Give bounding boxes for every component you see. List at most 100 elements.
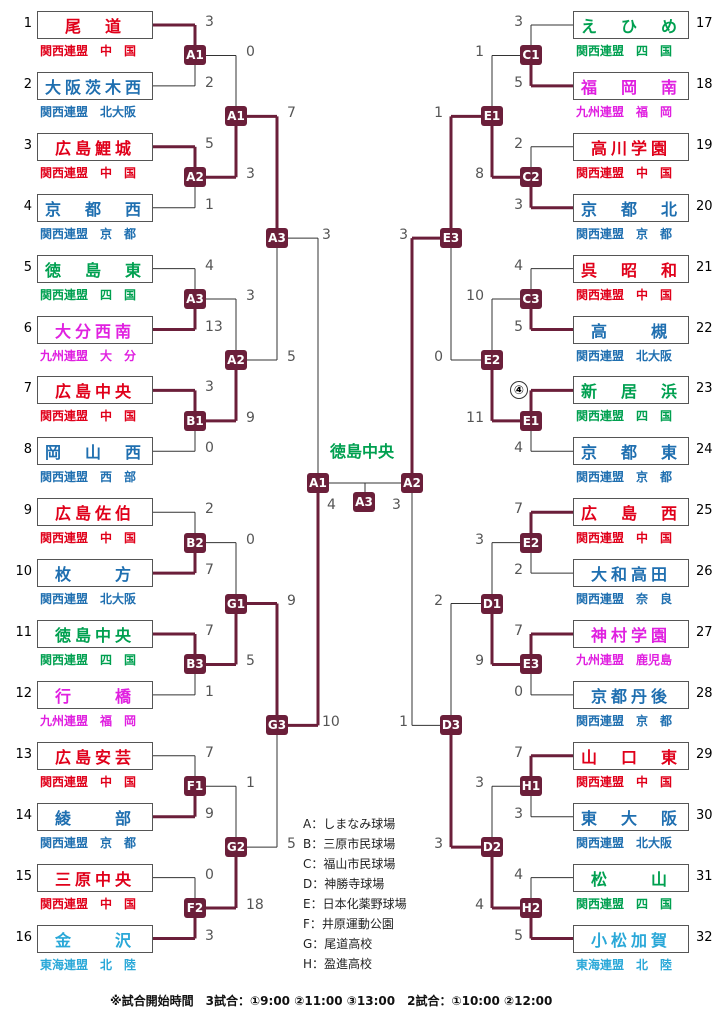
match-badge: G1 [225, 593, 247, 614]
match-badge: G2 [225, 837, 247, 858]
team-box-left: 広島中央 [37, 376, 153, 405]
match-score-top: 7 [205, 744, 214, 761]
team-number-left: 5 [23, 259, 32, 275]
team-conference-right: 関西連盟 京 都 [576, 470, 673, 485]
team-conference-right: 関西連盟 京 都 [576, 226, 673, 241]
match-badge: B1 [184, 410, 206, 431]
champion-name: 徳島中央 [330, 442, 395, 461]
match-score-top: 3 [205, 379, 214, 396]
match-badge: A3 [266, 228, 288, 249]
team-number-right: 24 [696, 442, 713, 458]
team-box-right: 高 槻 [573, 315, 689, 344]
match-badge: A1 [225, 106, 247, 127]
team-conference-right: 関西連盟 中 国 [576, 531, 673, 546]
venue-legend-e: E：日本化薬野球場 [303, 897, 407, 911]
match-score-bottom: 5 [514, 74, 523, 91]
match-score-top: 4 [514, 257, 523, 274]
match-score-bottom: 4 [475, 897, 484, 914]
match-score-top: 1 [475, 44, 484, 61]
start-time-note: ※試合開始時間 3試合：①9:00 ②11:00 ③13:00 2試合：①10:… [110, 994, 553, 1008]
match-score-bottom: 5 [287, 348, 296, 365]
team-number-right: 19 [696, 137, 713, 153]
match-badge: C1 [520, 45, 542, 66]
match-score-bottom: 5 [287, 836, 296, 853]
match-badge: C3 [520, 289, 542, 310]
team-number-right: 26 [696, 564, 713, 580]
team-box-left: 三原中央 [37, 863, 153, 892]
match-score-top: 10 [466, 288, 484, 305]
match-badge: A2 [225, 349, 247, 370]
match-badge: F1 [184, 776, 206, 797]
match-score-bottom: 5 [246, 653, 255, 670]
team-box-left: 尾 道 [37, 11, 153, 39]
team-number-left: 1 [23, 16, 32, 31]
match-score-top: 5 [205, 135, 214, 152]
team-box-right: 京 都 東 [573, 437, 689, 466]
team-number-right: 23 [696, 381, 713, 397]
team-number-left: 7 [23, 381, 32, 397]
team-box-right: 広 島 西 [573, 498, 689, 527]
team-conference-left: 関西連盟 四 国 [40, 653, 137, 667]
team-conference-right: 関西連盟 中 国 [576, 774, 673, 789]
team-number-right: 22 [696, 320, 713, 336]
team-box-left: 京 都 西 [37, 193, 153, 222]
match-score-bottom: 9 [205, 805, 214, 822]
match-badge: E2 [481, 349, 503, 370]
team-box-right: え ひ め [573, 11, 689, 39]
match-badge: B2 [184, 532, 206, 553]
team-number-right: 27 [696, 625, 713, 640]
match-badge: E1 [481, 106, 503, 127]
semi-score-top: 3 [399, 227, 408, 244]
team-box-right: 京都丹後 [573, 680, 689, 709]
venue-legend-b: B：三原市民球場 [303, 837, 396, 851]
match-score-top: 0 [246, 531, 255, 548]
final-right-score: 3 [392, 497, 401, 513]
match-score-bottom: 3 [205, 927, 214, 944]
team-number-left: 9 [23, 503, 32, 519]
match-badge: E3 [440, 228, 462, 249]
team-conference-left: 九州連盟 福 岡 [40, 713, 137, 728]
match-score-bottom: 0 [205, 440, 214, 457]
match-badge: F2 [184, 898, 206, 919]
team-conference-right: 九州連盟 福 岡 [576, 104, 673, 119]
match-score-bottom: 5 [514, 927, 523, 944]
match-badge: D1 [481, 593, 503, 614]
team-box-left: 徳 島 東 [37, 254, 153, 283]
team-conference-left: 九州連盟 大 分 [40, 348, 137, 363]
team-conference-right: 関西連盟 北大阪 [576, 348, 673, 363]
match-badge: E2 [520, 532, 542, 553]
team-number-left: 15 [15, 868, 32, 884]
team-conference-right: 東海連盟 北 陸 [576, 957, 673, 972]
match-score-top: 1 [434, 105, 443, 122]
team-conference-left: 関西連盟 四 国 [40, 287, 137, 302]
match-score-top: 3 [475, 531, 484, 548]
team-number-left: 8 [23, 442, 32, 458]
match-score-bottom: 7 [205, 562, 214, 579]
venue-legend-a: A：しまなみ球場 [303, 817, 396, 831]
team-number-right: 32 [696, 929, 713, 945]
team-number-right: 21 [696, 259, 713, 275]
team-conference-right: 関西連盟 四 国 [576, 44, 673, 58]
match-score-bottom: 2 [514, 562, 523, 579]
venue-legend-g: G：尾道高校 [303, 937, 373, 951]
match-score-top: 7 [514, 744, 523, 761]
match-badge: E3 [520, 654, 542, 675]
match-score-top: 0 [205, 866, 214, 883]
match-badge: A3 [184, 289, 206, 310]
team-box-right: 東 大 阪 [573, 802, 689, 831]
team-conference-right: 関西連盟 北大阪 [576, 835, 673, 850]
match-score-top: 1 [246, 775, 255, 792]
team-conference-left: 関西連盟 北大阪 [40, 592, 137, 607]
team-number-left: 11 [15, 625, 32, 640]
match-score-top: 7 [287, 105, 296, 122]
match-score-top: 4 [205, 257, 214, 274]
team-box-right: 神村学園 [573, 620, 689, 648]
semi-score-top: 3 [322, 227, 331, 244]
match-score-top: 3 [475, 775, 484, 792]
team-conference-right: 関西連盟 奈 良 [576, 592, 673, 607]
match-badge: C2 [520, 167, 542, 188]
team-number-left: 6 [23, 320, 32, 336]
match-score-bottom: 13 [205, 318, 223, 335]
team-box-left: 行 橋 [37, 680, 153, 709]
